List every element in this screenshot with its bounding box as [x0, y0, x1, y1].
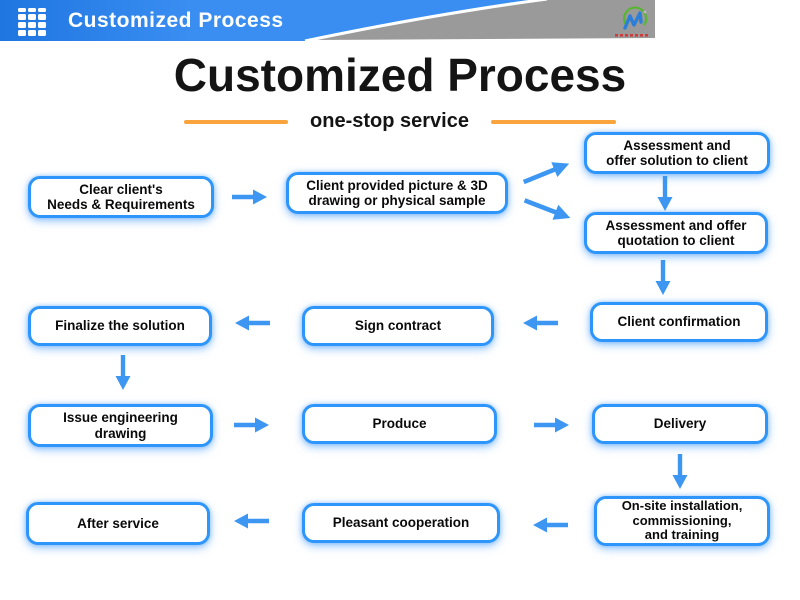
subtitle-right-line	[490, 119, 616, 124]
flow-box-offer-solution: Assessment and offer solution to client	[584, 132, 770, 174]
arrow-right-icon	[531, 415, 571, 435]
header-title: Customized Process	[68, 9, 284, 32]
arrow-left-icon	[232, 511, 272, 531]
page-subtitle: one-stop service	[310, 110, 469, 132]
header-background	[0, 0, 655, 42]
flow-box-produce: Produce	[302, 404, 497, 444]
arrow-down-icon	[670, 451, 690, 491]
flow-box-clear-needs: Clear client's Needs & Requirements	[28, 176, 214, 218]
arrow-left-icon	[521, 313, 561, 333]
flow-box-client-confirmation: Client confirmation	[590, 302, 768, 342]
arrow-down-right-icon	[518, 190, 576, 228]
flow-box-finalize-solution: Finalize the solution	[28, 306, 212, 346]
flow-box-sign-contract: Sign contract	[302, 306, 494, 346]
flow-box-after-service: After service	[26, 502, 210, 545]
flow-box-pleasant-cooperation: Pleasant cooperation	[302, 503, 500, 543]
arrow-left-icon	[233, 313, 273, 333]
flow-box-onsite-installation: On-site installation, commissioning, and…	[594, 496, 770, 546]
arrow-right-icon	[231, 415, 271, 435]
grid-squares-icon	[18, 8, 50, 36]
subtitle-left-line	[184, 119, 289, 124]
arrow-left-icon	[531, 515, 571, 535]
arrow-down-icon	[113, 352, 133, 392]
company-logo	[615, 6, 648, 37]
arrow-right-icon	[229, 187, 269, 207]
flow-box-delivery: Delivery	[592, 404, 768, 444]
flow-box-offer-quotation: Assessment and offer quotation to client	[584, 212, 768, 254]
arrow-down-icon	[655, 173, 675, 213]
page-title: Customized Process	[173, 49, 627, 101]
arrow-up-right-icon	[517, 154, 575, 193]
subtitle-row: one-stop service	[0, 110, 800, 133]
flow-box-client-provided: Client provided picture & 3D drawing or …	[286, 172, 508, 214]
header-bar: Customized Process	[0, 0, 660, 42]
flow-box-issue-drawing: Issue engineering drawing	[28, 404, 213, 447]
arrow-down-icon	[653, 257, 673, 297]
